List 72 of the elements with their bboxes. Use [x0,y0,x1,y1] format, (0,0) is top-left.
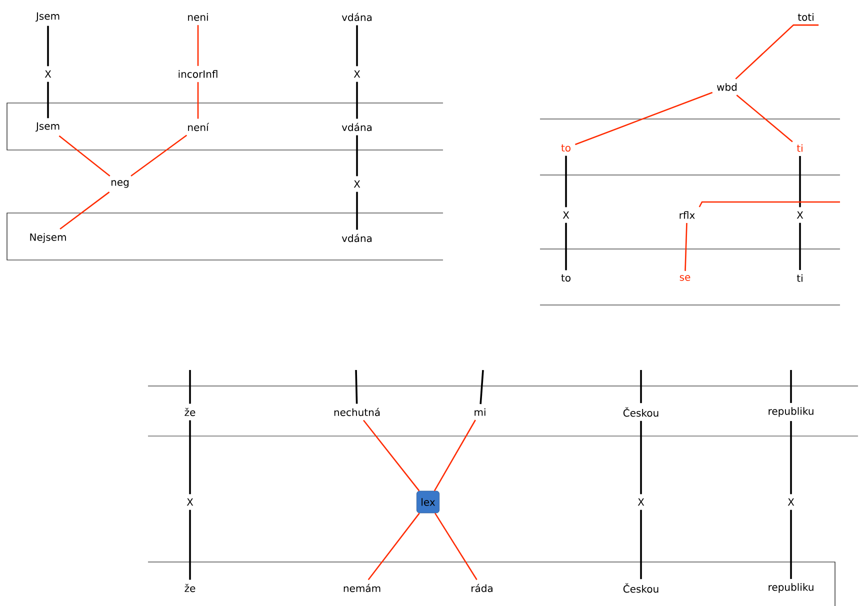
word-label: že [184,584,196,592]
connector-line [640,370,642,404]
connector-line [130,134,188,176]
connector-line [60,192,110,230]
connector-line [790,370,792,403]
connector-line [640,510,642,580]
connector-line [197,82,199,119]
connector-line [47,82,49,118]
word-label: to [561,274,570,282]
word-label: wbd [717,83,737,91]
connector-line [640,420,642,494]
word-label: Nejsem [30,233,66,243]
lexical-box: lex [416,490,440,514]
word-label: X [354,180,360,188]
connector-line [565,156,567,208]
connector-line [790,510,792,579]
word-label: Jsem [35,12,60,22]
connector-line [368,512,420,580]
word-label: Českou [623,407,658,417]
word-label: incorInfl [178,70,218,78]
word-label: toti [798,13,814,21]
connector-line [736,94,793,142]
word-label: X [44,70,52,78]
word-label: X [638,498,644,506]
word-label: nechutná [334,408,380,416]
connector-line [189,510,191,580]
connector-line [197,25,199,66]
word-label: vdána [342,12,372,22]
connector-line [356,135,358,176]
word-label: X [788,498,794,506]
word-label: X [796,211,804,219]
word-label: Českou [623,583,658,593]
connector-line [735,24,819,80]
connector-line [356,192,358,230]
word-label: mi [474,408,486,416]
connector-line [47,26,49,66]
word-label: X [186,498,194,506]
connector-line [799,156,801,208]
word-label: ti [796,274,802,282]
word-label: republiku [768,407,814,417]
connector-line [480,370,484,404]
connector-line [189,420,191,494]
word-label: vdána [342,122,372,132]
word-label: republiku [768,583,814,593]
word-label: to [561,144,570,152]
word-label: vdána [342,234,372,242]
connector-line [565,222,567,270]
connector-line [575,92,713,146]
connector-line [790,421,792,494]
connector-line [58,135,110,176]
word-label: neg [112,180,129,188]
word-label: se [680,275,690,281]
connector-line [356,82,358,119]
word-label: X [562,211,570,219]
connector-line [189,370,191,404]
connector-line [356,25,358,66]
word-label: Jsem [35,122,60,132]
connector-line [355,370,358,404]
connector-line [698,201,840,208]
word-label: že [184,408,196,416]
connector-line [434,420,476,492]
connector-line [434,512,478,580]
connector-line [684,222,688,271]
connector-line [363,420,420,492]
connector-line [799,222,801,270]
word-label: rflx [680,211,695,219]
word-label: není [188,122,210,132]
word-label: X [354,70,360,78]
word-label: neni [188,13,208,21]
word-label: ti [796,144,802,152]
word-label: nemám [344,584,380,592]
word-label: ráda [472,584,492,592]
